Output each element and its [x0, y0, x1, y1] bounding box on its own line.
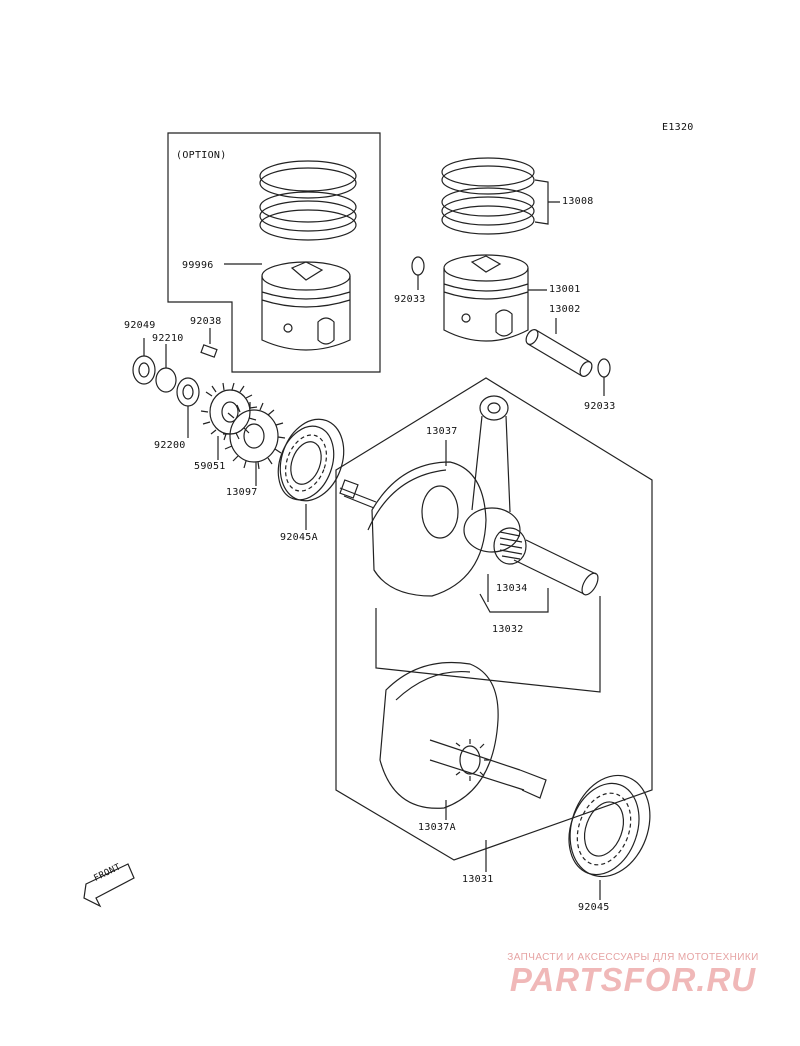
circlip-right: [597, 358, 611, 378]
part-label-92045A[interactable]: 92045A: [280, 532, 318, 543]
part-label-92033-top[interactable]: 92033: [394, 294, 426, 305]
piston-pin: [525, 329, 593, 377]
part-label-99996[interactable]: 99996: [182, 260, 214, 271]
washer: [176, 377, 200, 407]
option-frame: [167, 132, 381, 373]
crank-pin: [513, 539, 599, 596]
part-label-13031[interactable]: 13031: [462, 874, 494, 885]
part-label-92038[interactable]: 92038: [190, 316, 222, 327]
part-label-92210[interactable]: 92210: [152, 333, 184, 344]
part-label-59051[interactable]: 59051: [194, 461, 226, 472]
connecting-rod: [463, 395, 527, 565]
option-piston: [261, 261, 351, 351]
watermark-tagline: ЗАПЧАСТИ И АКСЕССУАРЫ ДЛЯ МОТОТЕХНИКИ: [507, 952, 759, 963]
part-label-13032[interactable]: 13032: [492, 624, 524, 635]
part-label-13001[interactable]: 13001: [549, 284, 581, 295]
watermark-brand-logo: PARTSFOR.RU: [509, 961, 757, 998]
spacer-collar: [155, 367, 177, 393]
option-piston-rings: [259, 160, 357, 241]
crank-assembly-frame: [335, 377, 653, 861]
diagram-code: E1320: [662, 122, 694, 133]
key: [200, 344, 218, 358]
option-label: (OPTION): [176, 150, 227, 161]
oil-seal: [132, 355, 156, 385]
part-label-13008[interactable]: 13008: [562, 196, 594, 207]
piston-rings: [441, 157, 535, 235]
part-label-13037A[interactable]: 13037A: [418, 822, 456, 833]
crankshaft-left-half: [339, 461, 487, 597]
part-label-13034[interactable]: 13034: [496, 583, 528, 594]
part-label-13037[interactable]: 13037: [426, 426, 458, 437]
crank-split-bracket: [375, 596, 601, 693]
piston: [443, 254, 529, 342]
part-label-92200[interactable]: 92200: [154, 440, 186, 451]
part-label-92049[interactable]: 92049: [124, 320, 156, 331]
part-label-92045[interactable]: 92045: [578, 902, 610, 913]
bearing-92045A: [277, 418, 345, 502]
bearing-92045: [568, 774, 651, 878]
rings-bracket: [534, 179, 560, 225]
primary-gear: [200, 382, 258, 441]
part-label-13002[interactable]: 13002: [549, 304, 581, 315]
front-arrow-icon: [83, 863, 135, 908]
part-label-92033-right[interactable]: 92033: [584, 401, 616, 412]
leader-13032: [479, 588, 549, 613]
circlip-left: [411, 256, 425, 276]
watermark: ЗАПЧАСТИ И АКСЕССУАРЫ ДЛЯ МОТОТЕХНИКИ PA…: [478, 952, 788, 999]
crankshaft-right-half: [379, 661, 547, 809]
part-label-13097[interactable]: 13097: [226, 487, 258, 498]
secondary-gear: [223, 402, 286, 470]
